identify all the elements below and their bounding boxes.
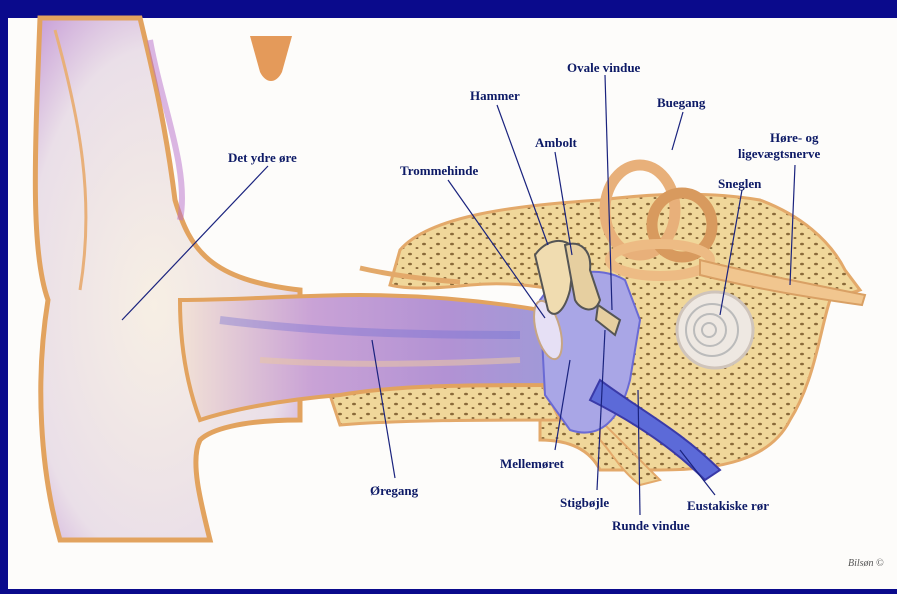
signature: Bilsøn © xyxy=(848,558,884,569)
label-semicircular-canal: Buegang xyxy=(657,95,706,110)
label-oval-window: Ovale vindue xyxy=(567,60,641,75)
label-middle-ear: Mellemøret xyxy=(500,456,565,471)
label-nerve-line2: ligevægtsnerve xyxy=(738,146,821,161)
label-round-window: Runde vindue xyxy=(612,518,690,533)
label-ear-canal: Øregang xyxy=(370,483,419,498)
label-stirrup: Stigbøjle xyxy=(560,495,609,510)
label-eardrum: Trommehinde xyxy=(400,163,478,178)
label-anvil: Ambolt xyxy=(535,135,578,150)
label-nerve-line1: Høre- og xyxy=(770,130,819,145)
cochlea xyxy=(677,292,753,368)
label-outer-ear: Det ydre øre xyxy=(228,150,297,165)
label-eustachian-tube: Eustakiske rør xyxy=(687,498,769,513)
label-hammer: Hammer xyxy=(470,88,520,103)
label-cochlea: Sneglen xyxy=(718,176,762,191)
